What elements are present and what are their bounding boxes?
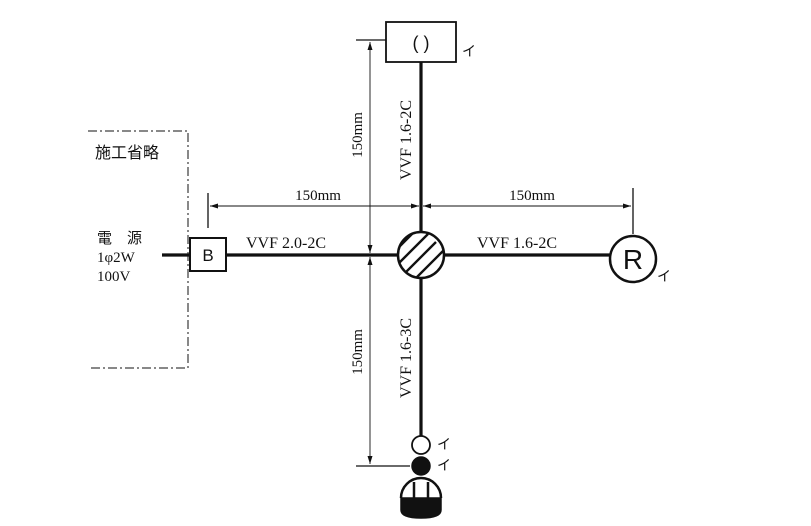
cable-left-label: VVF 2.0-2C	[246, 235, 326, 252]
power-source-label: 電 源 1φ2W 100V	[97, 230, 142, 285]
dimension-left-label: 150mm	[295, 188, 341, 204]
receptacle-switch-label: イ	[657, 270, 671, 285]
ceiling-light-box: ( )	[385, 21, 457, 63]
breaker-symbol: B	[202, 246, 213, 265]
pilot-lamp-label: イ	[437, 438, 451, 453]
dimension-right-label: 150mm	[509, 188, 555, 204]
dimension-down-label: 150mm	[350, 329, 366, 375]
construction-omitted-area	[88, 130, 189, 369]
cable-right-label: VVF 1.6-2C	[477, 235, 557, 252]
receptacle-light-symbol: R	[623, 244, 643, 275]
dimension-right	[423, 188, 634, 234]
dimension-up	[356, 39, 386, 253]
dimension-up-label: 150mm	[350, 112, 366, 158]
switch-icon	[411, 456, 431, 476]
ceiling-light-symbol: ( )	[413, 33, 430, 53]
junction-box-icon	[396, 230, 446, 280]
pilot-lamp-icon	[411, 435, 431, 455]
construction-omitted-label: 施工省略	[95, 144, 159, 162]
cable-down-label: VVF 1.6-3C	[398, 318, 415, 398]
dimension-left	[207, 193, 419, 228]
outlet-icon	[399, 476, 443, 519]
dimension-down	[356, 257, 410, 467]
ceiling-light-switch-label: イ	[462, 45, 476, 60]
power-source-line2: 1φ2W	[97, 250, 136, 266]
cable-up-label: VVF 1.6-2C	[398, 100, 415, 180]
power-source-line1: 電 源	[97, 230, 142, 247]
power-source-line3: 100V	[97, 269, 131, 285]
breaker-box: B	[189, 237, 227, 272]
switch-label: イ	[437, 459, 451, 474]
receptacle-light-icon: R	[608, 234, 658, 284]
